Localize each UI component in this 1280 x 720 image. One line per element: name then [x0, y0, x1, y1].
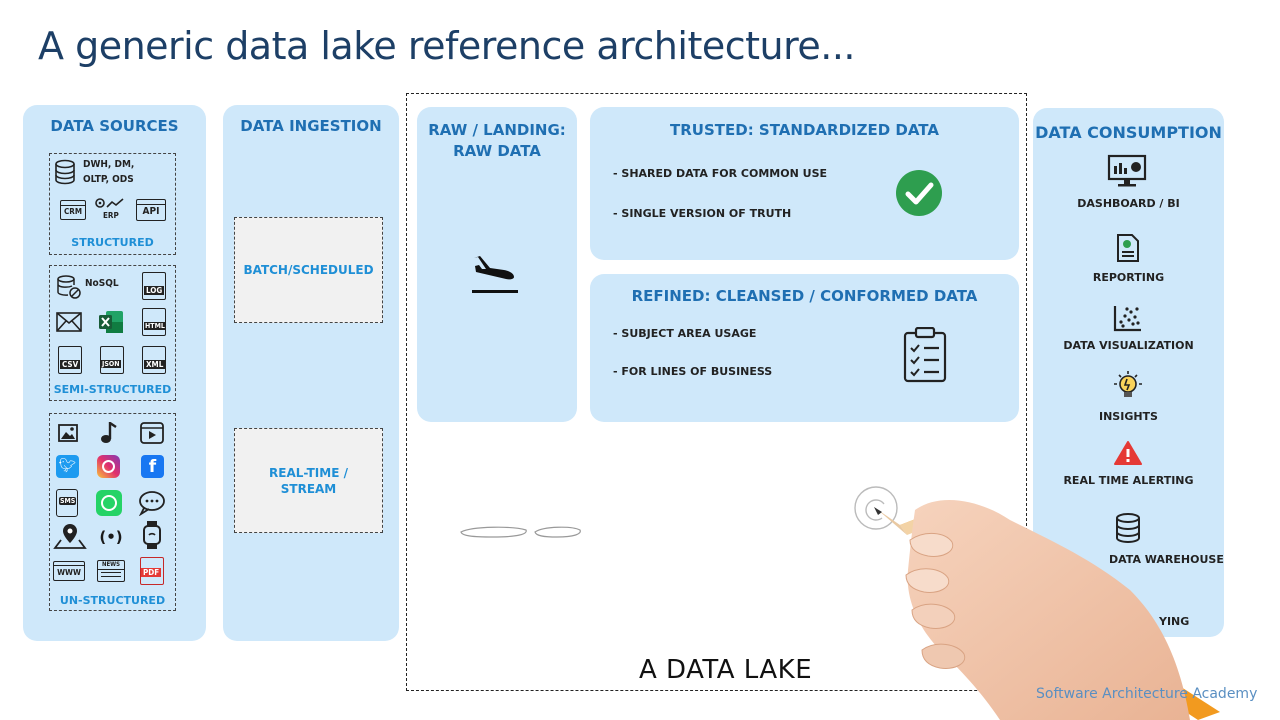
consumption-item-warehouse: DATA WAREHOUSE: [1109, 553, 1224, 566]
raw-title-1: RAW / LANDING:: [428, 121, 566, 139]
raw-title-2: RAW DATA: [453, 142, 541, 160]
www-label: WWW: [57, 568, 81, 577]
realtime-label-2: STREAM: [280, 482, 337, 496]
sketch-shape-right: [534, 526, 581, 538]
semi-structured-label: SEMI-STRUCTURED: [53, 383, 172, 396]
data-ingestion-panel: DATA INGESTION BATCH/SCHEDULED REAL-TIME…: [223, 105, 399, 641]
csv-label: CSV: [60, 360, 81, 369]
sms-phone-icon: SMS: [56, 489, 78, 517]
check-icon: [896, 170, 942, 216]
airplane-landing-icon: [472, 256, 518, 293]
db-label-2: OLTP, ODS: [83, 174, 134, 185]
lightbulb-icon: [1114, 371, 1142, 397]
watermark-text: Software Architecture Academy: [1036, 686, 1258, 702]
data-lake-label: A DATA LAKE: [639, 655, 813, 685]
sketch-circle-mark: [854, 486, 898, 530]
image-icon: [58, 424, 78, 442]
pdf-file-icon: PDF: [140, 557, 164, 585]
xml-file-icon: XML: [142, 346, 166, 374]
data-ingestion-title: DATA INGESTION: [240, 117, 382, 135]
consumption-item-alerting: REAL TIME ALERTING: [1063, 474, 1194, 487]
trusted-bullet-2: - SINGLE VERSION OF TRUTH: [613, 207, 792, 220]
semi-structured-group: NoSQL LOG HTML CSV JSON XML SEMI-STRUCTU…: [49, 265, 176, 401]
csv-file-icon: CSV: [58, 346, 82, 374]
consumption-item-insights: INSIGHTS: [1099, 410, 1158, 423]
dashboard-monitor-icon: [1107, 154, 1147, 187]
page-title: A generic data lake reference architectu…: [38, 24, 856, 68]
chat-icon: [138, 491, 165, 516]
erp-icon: ERP: [94, 196, 126, 222]
hand-pencil-illustration: [874, 499, 1220, 720]
unstructured-label: UN-STRUCTURED: [59, 594, 166, 607]
instagram-icon: [97, 455, 120, 478]
api-icon: API: [136, 199, 166, 221]
data-warehouse-database-icon: [1116, 513, 1140, 543]
whatsapp-icon: [96, 490, 122, 516]
crm-icon: CRM: [60, 200, 86, 220]
facebook-icon: f: [141, 455, 164, 478]
api-label: API: [142, 206, 160, 217]
erp-label: ERP: [103, 211, 119, 220]
video-icon: [140, 422, 164, 444]
sms-label: SMS: [59, 497, 77, 505]
db-label-1: DWH, DM,: [83, 159, 135, 170]
refined-panel: REFINED: CLEANSED / CONFORMED DATA - SUB…: [590, 274, 1019, 422]
html-label: HTML: [144, 322, 166, 330]
refined-bullet-2: - FOR LINES OF BUSINESS: [613, 365, 773, 378]
consumption-item-reporting: REPORTING: [1092, 271, 1165, 284]
json-file-icon: JSON: [100, 346, 124, 374]
structured-group: DWH, DM, OLTP, ODS CRM ERP API STRUCTURE…: [49, 153, 176, 255]
structured-label: STRUCTURED: [71, 236, 154, 249]
log-file-icon: LOG: [142, 272, 166, 300]
newspaper-icon: NEWS: [97, 560, 125, 582]
html-file-icon: HTML: [142, 308, 166, 336]
batch-scheduled-label: BATCH/SCHEDULED: [243, 263, 374, 277]
scatter-chart-icon: [1113, 306, 1141, 332]
alert-warning-icon: [1114, 441, 1142, 465]
data-consumption-title: DATA CONSUMPTION: [1035, 123, 1222, 142]
website-icon: WWW: [53, 561, 85, 581]
refined-bullet-1: - SUBJECT AREA USAGE: [613, 327, 757, 340]
data-lake-boundary: [406, 93, 1027, 691]
map-location-icon: [53, 524, 87, 549]
unstructured-group: 🐦︎ f SMS (•) WWW: [49, 413, 176, 611]
xml-label: XML: [144, 360, 166, 369]
news-label: NEWS: [98, 561, 124, 570]
nosql-database-icon: [57, 275, 81, 299]
database-icon: [55, 159, 75, 185]
consumption-item-visualization: DATA VISUALIZATION: [1063, 339, 1194, 352]
batch-scheduled-box: BATCH/SCHEDULED: [234, 217, 383, 323]
crm-label: CRM: [64, 207, 82, 216]
twitter-icon: 🐦︎: [56, 455, 79, 478]
realtime-stream-box: REAL-TIME / STREAM: [234, 428, 383, 533]
refined-title: REFINED: CLEANSED / CONFORMED DATA: [631, 287, 978, 305]
data-sources-panel: DATA SOURCES DWH, DM, OLTP, ODS CRM ERP …: [23, 105, 206, 641]
report-document-icon: [1117, 234, 1139, 262]
sketch-shape-left: [460, 526, 527, 538]
music-icon: [101, 422, 117, 443]
log-label: LOG: [144, 286, 165, 295]
trusted-panel: TRUSTED: STANDARDIZED DATA - SHARED DATA…: [590, 107, 1019, 260]
checklist-clipboard-icon: [903, 327, 947, 383]
broadcast-icon: (•): [99, 528, 123, 546]
trusted-bullet-1: - SHARED DATA FOR COMMON USE: [613, 167, 828, 180]
excel-icon: [99, 311, 123, 333]
nosql-label: NoSQL: [85, 278, 119, 289]
data-sources-title: DATA SOURCES: [50, 117, 179, 135]
raw-landing-panel: RAW / LANDING: RAW DATA: [417, 107, 577, 422]
email-icon: [56, 312, 82, 332]
realtime-label-1: REAL-TIME /: [269, 466, 348, 480]
pdf-label: PDF: [141, 568, 162, 577]
trusted-title: TRUSTED: STANDARDIZED DATA: [670, 121, 939, 139]
consumption-item-partial: YING: [1159, 615, 1190, 628]
smartwatch-icon: [143, 521, 161, 549]
json-label: JSON: [101, 360, 121, 368]
consumption-item-dashboard: DASHBOARD / BI: [1077, 197, 1180, 210]
